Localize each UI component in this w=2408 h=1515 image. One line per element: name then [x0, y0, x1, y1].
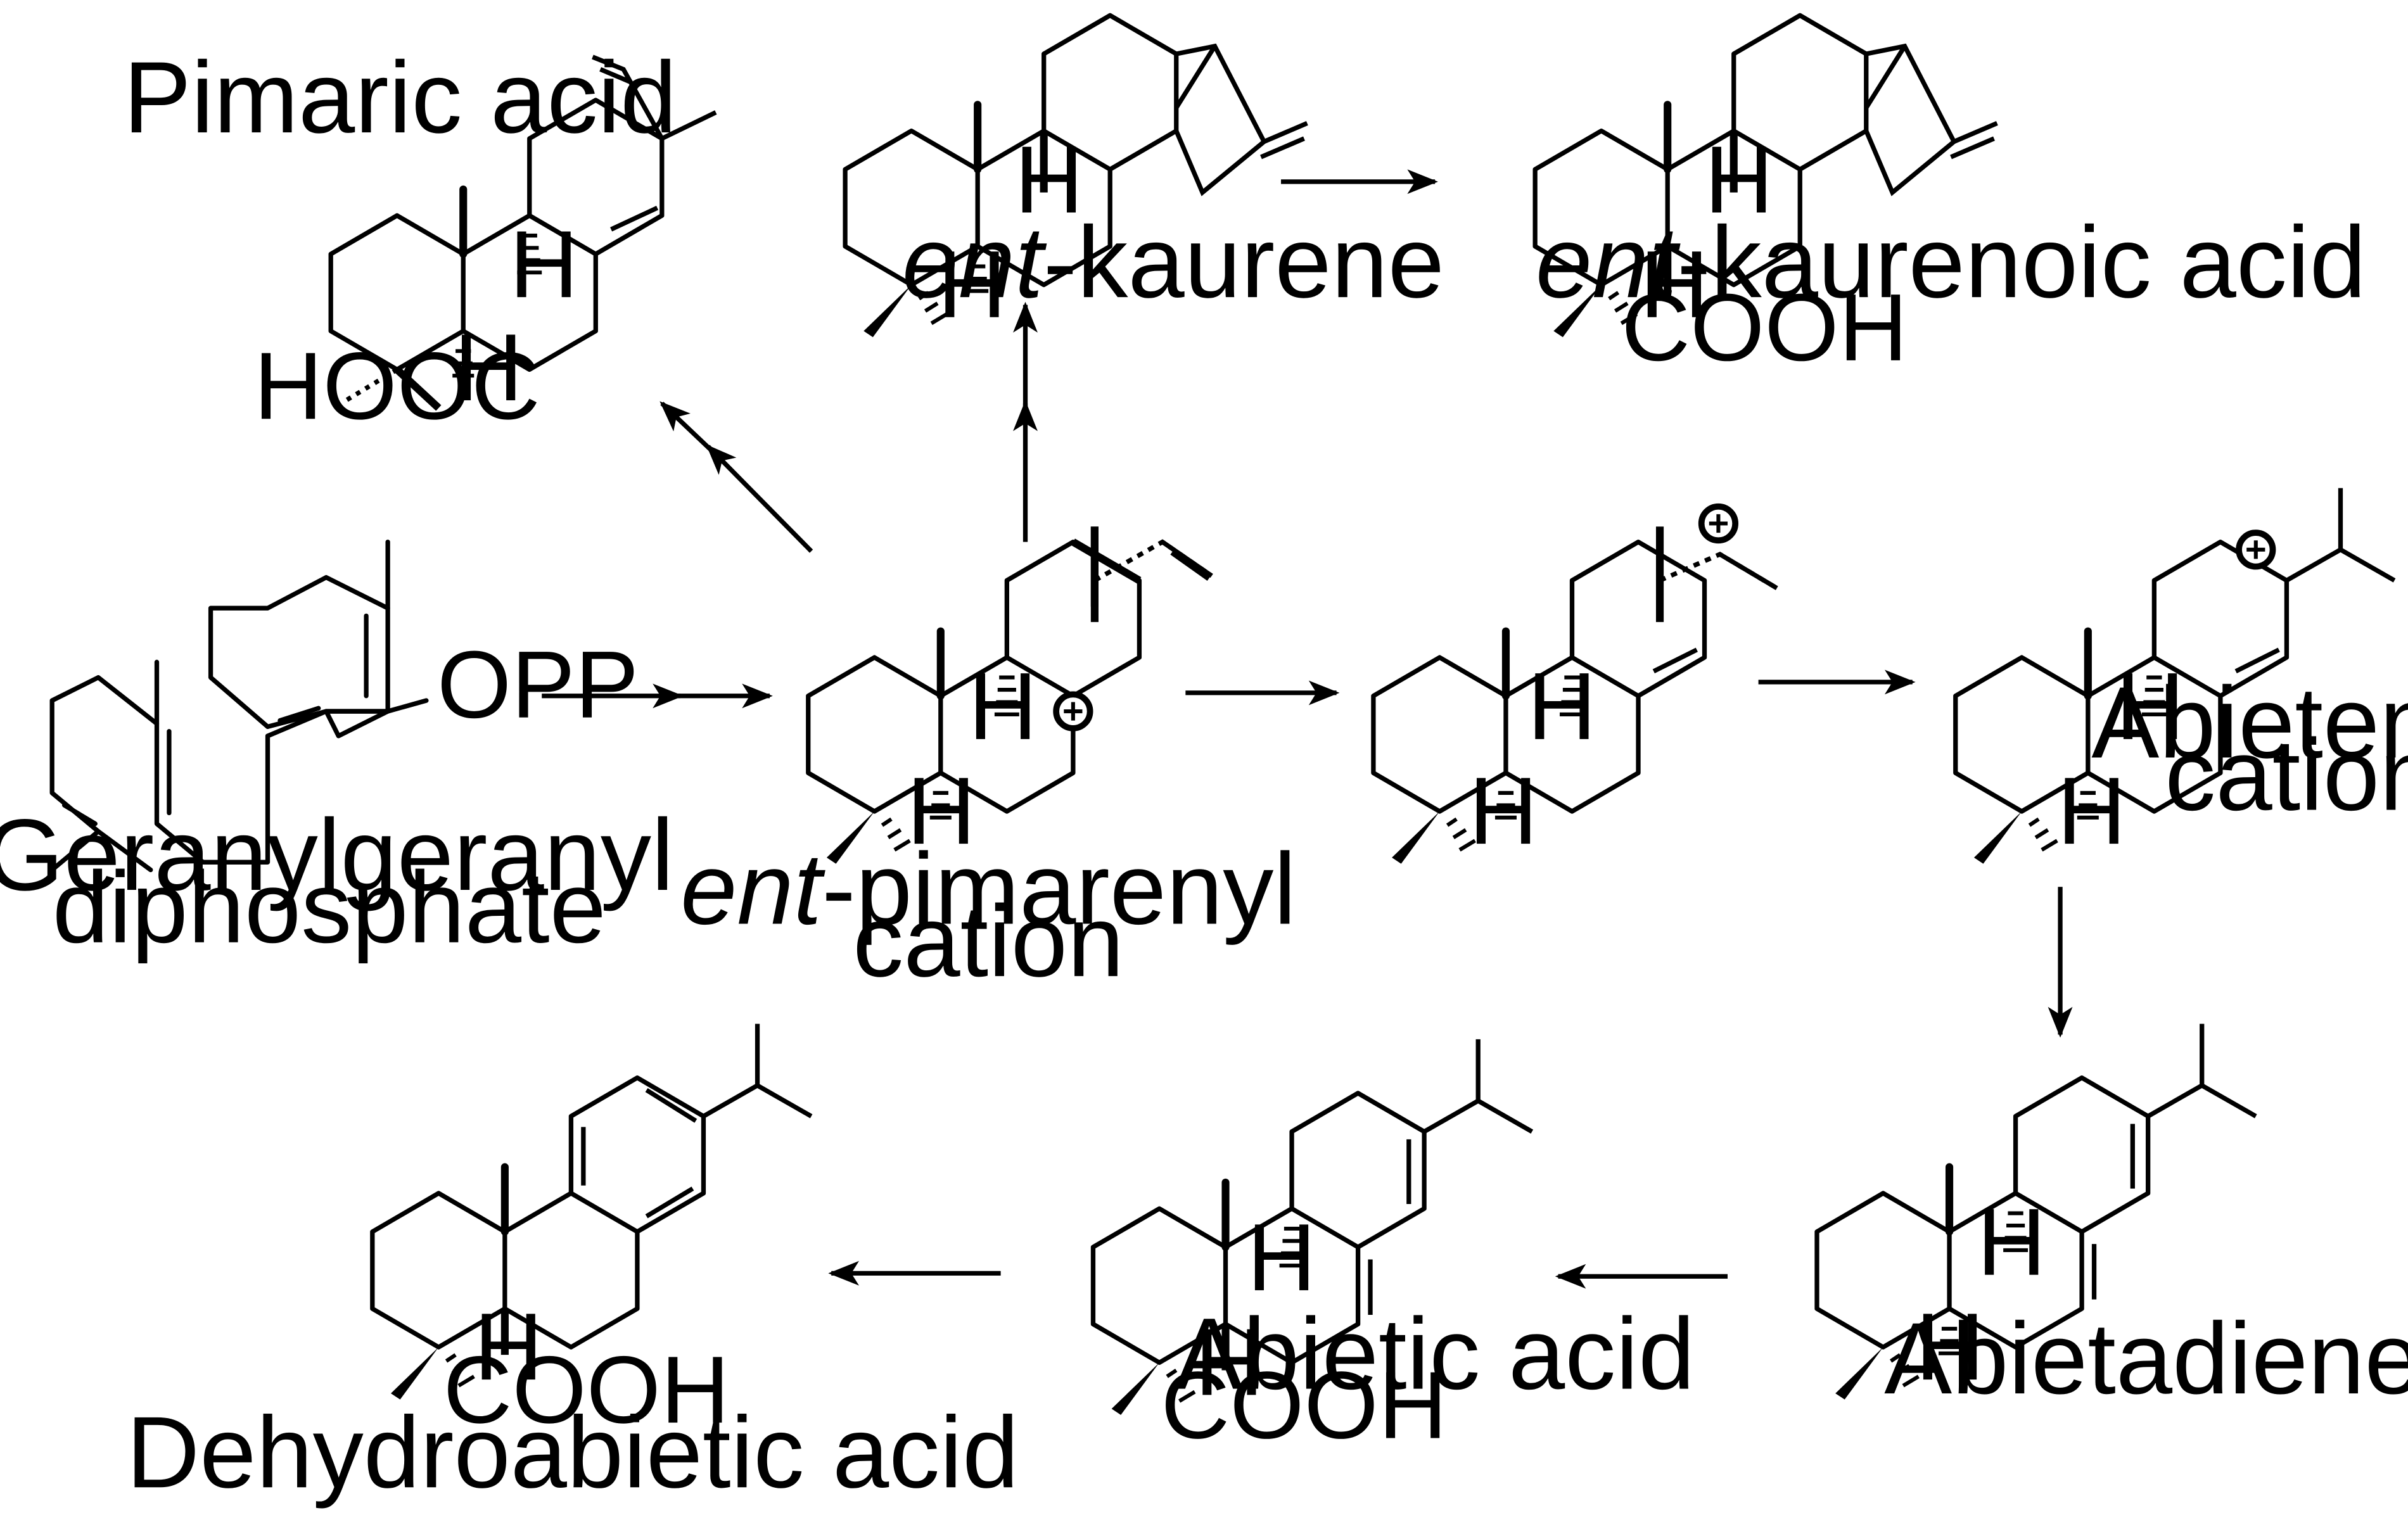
- abietenyl-cation-structure: H H: [1956, 488, 2396, 865]
- kaurenoic-h9: H: [1705, 126, 1774, 232]
- abietenyl-label-line1: Abietenyl: [2091, 666, 2408, 779]
- dehydroabietic-cooh: COOH: [443, 1336, 730, 1443]
- intermediate-cation-structure: H H: [1373, 507, 1778, 864]
- ggpp-structure: OPP: [49, 540, 639, 873]
- ent-kaurene-label: ent-kaurene: [902, 205, 1444, 319]
- kaurenoic-cooh: COOH: [1621, 274, 1908, 381]
- pimarenyl-h9: H: [969, 653, 1038, 759]
- dehydroabietic-h5: H: [474, 1293, 543, 1400]
- dehydroabietic-acid-label: Dehydroabietic acid: [126, 1395, 1019, 1509]
- pimaric-acid-label: Pimaric acid: [124, 41, 677, 154]
- pimarenyl-label-line2: cation: [853, 884, 1124, 998]
- abietic-cooh: COOH: [1161, 1352, 1447, 1458]
- pimaric-acid-structure: H H HOOC: [254, 54, 717, 439]
- abietenyl-label-line2: cation: [2165, 718, 2408, 832]
- ent-kaurenoic-acid-label: ent-kaurenoic acid: [1536, 205, 2366, 319]
- arrow-pimarenyl-to-pimaric-2: [659, 401, 725, 464]
- kaurene-h9: H: [1015, 126, 1084, 232]
- abietadiene-label: Abietadiene: [1884, 1302, 2408, 1415]
- pimarenyl-h5: H: [907, 758, 976, 864]
- ent-kaurene-structure: H H: [845, 15, 1308, 338]
- abietic-acid-label: Abietic acid: [1175, 1297, 1695, 1410]
- ent-kaurenoic-acid-structure: H H COOH: [1535, 15, 1998, 381]
- pimarenyl-structure: H H: [808, 526, 1213, 864]
- intermediate-h9: H: [1527, 653, 1596, 759]
- abietenyl-h9: H: [2116, 653, 2185, 759]
- abietadiene-h9: H: [1977, 1189, 2046, 1295]
- kaurene-h5: H: [938, 231, 1007, 338]
- pimarenyl-label: ent-pimarenyl: [680, 832, 1296, 946]
- pimaric-h9: H: [509, 211, 578, 317]
- pimaric-hooc: HOOC: [254, 333, 540, 439]
- abietadiene-structure: H H: [1817, 1024, 2257, 1400]
- kaurenoic-h5: H: [1640, 231, 1709, 338]
- ggpp-label-line1: Geranylgeranyl: [0, 798, 674, 911]
- arrow-pimarenyl-to-pimaric: [706, 444, 813, 553]
- abietenyl-h5: H: [2057, 758, 2126, 864]
- abietic-h9: H: [1247, 1204, 1316, 1310]
- ggpp-opp-label: OPP: [437, 631, 639, 738]
- abietadiene-h5: H: [1916, 1293, 1985, 1400]
- abietic-h5: H: [1195, 1309, 1264, 1415]
- ggpp-label-line2: diphosphate: [53, 851, 606, 964]
- dehydroabietic-acid-structure: H COOH: [373, 1024, 813, 1443]
- pimaric-h5: H: [454, 314, 523, 421]
- intermediate-h5: H: [1469, 758, 1538, 864]
- abietic-acid-structure: H H COOH: [1093, 1039, 1534, 1458]
